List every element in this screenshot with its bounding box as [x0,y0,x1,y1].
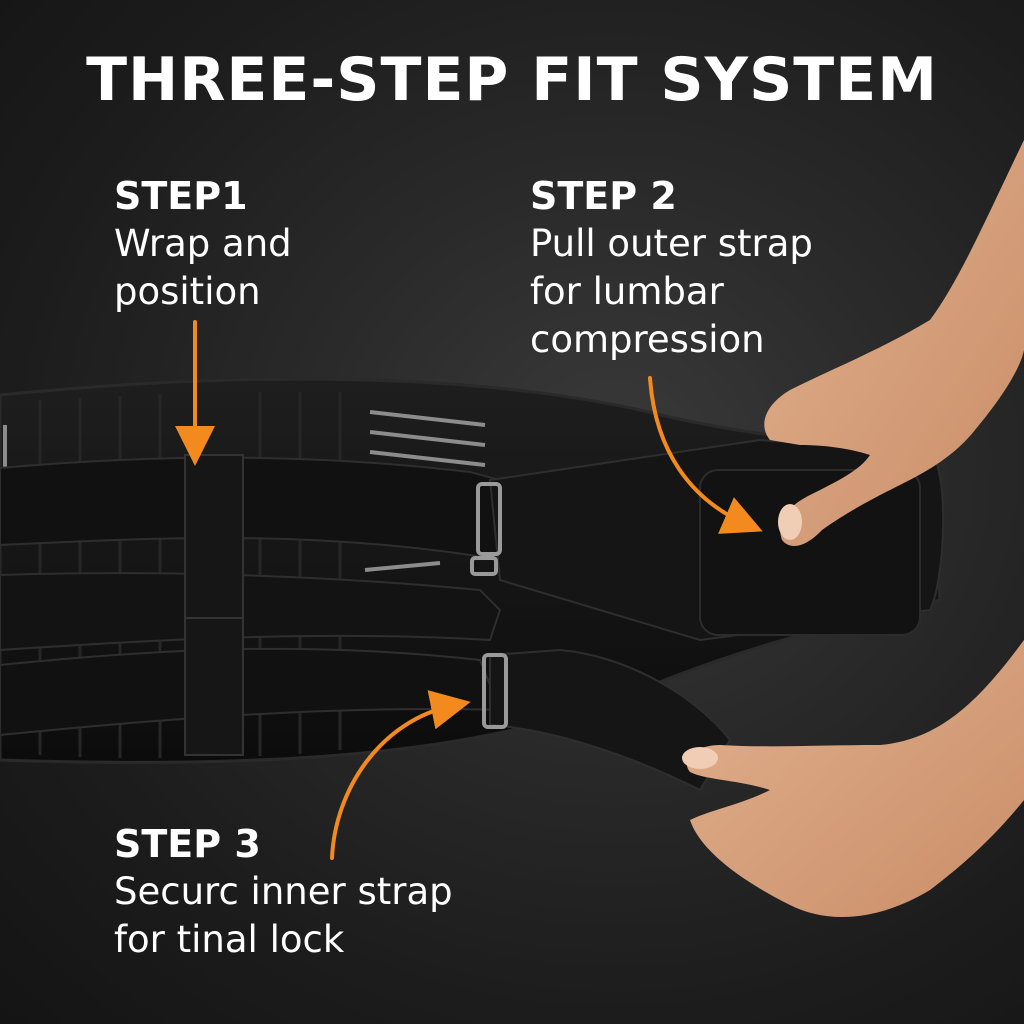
upper-strap-2 [0,572,502,652]
buckles [470,482,508,729]
step-arrows [175,320,763,860]
upper-hand [764,140,1024,546]
step3-arrow [330,690,471,860]
step3-line-1: Securc inner strap [114,870,453,913]
step3-label: STEP 3 [114,822,261,866]
step3-line-2: for tinal lock [114,918,345,961]
step2-line-1: Pull outer strap [530,222,813,265]
step2-line-2: for lumbar [530,270,724,313]
page-title: THREE-STEP FIT SYSTEM [86,45,938,115]
lower-hand [686,640,1024,917]
upper-thumb-nail [778,504,802,540]
step2-callout: STEP 2 Pull outer strap for lumbar compr… [530,172,813,364]
reflective-stripes [3,410,486,572]
step1-label: STEP1 [114,174,248,218]
step3-callout: STEP 3 Securc inner strap for tinal lock [114,820,453,964]
step2-label: STEP 2 [530,174,677,218]
step1-line-2: position [114,270,261,313]
step2-arrow [648,376,763,534]
step2-line-3: compression [530,318,765,361]
center-vertical-strap [184,454,244,756]
outer-strap-velcro [699,469,921,636]
lower-thumb-nail [682,747,718,769]
step1-line-1: Wrap and [114,222,292,265]
step1-callout: STEP1 Wrap and position [114,172,292,316]
